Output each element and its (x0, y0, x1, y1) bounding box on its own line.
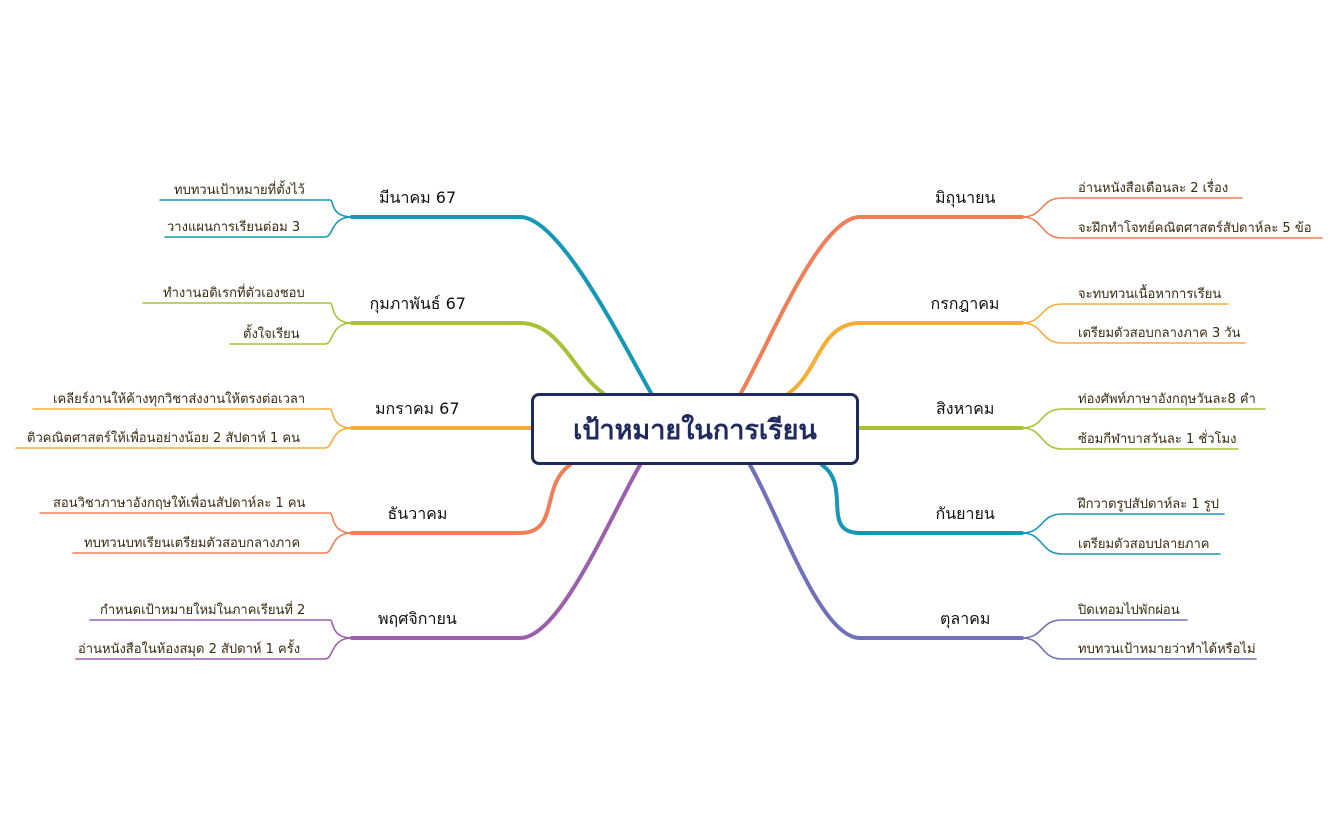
leaf-line-left-3-1 (72, 532, 353, 554)
branch-label-right-4[interactable]: ตุลาคม (940, 609, 991, 628)
leaf-line-left-0-1 (164, 216, 353, 238)
leaf-label-left-0-1[interactable]: วางแผนการเรียนต่อม 3 (167, 220, 301, 235)
leaf-label-right-1-1[interactable]: เตรียมตัวสอบกลางภาค 3 วัน (1078, 326, 1241, 341)
leaf-line-right-2-1 (1021, 427, 1239, 450)
branch-line-right-4 (748, 463, 1024, 640)
branch-line-right-3 (820, 463, 1024, 535)
branch-label-left-0[interactable]: มีนาคม 67 (379, 188, 457, 207)
leaf-line-right-4-1 (1021, 637, 1257, 660)
leaf-label-left-1-1[interactable]: ตั้งใจเรียน (243, 327, 300, 342)
branch-line-left-3 (350, 463, 572, 535)
branch-label-left-3[interactable]: ธันวาคม (387, 504, 448, 523)
leaf-label-right-0-0[interactable]: อ่านหนังสือเดือนละ 2 เรื่อง (1078, 181, 1229, 196)
branch-label-right-2[interactable]: สิงหาคม (936, 399, 995, 418)
leaf-label-right-1-0[interactable]: จะทบทวนเนื้อหาการเรียน (1078, 287, 1222, 302)
leaf-line-right-4-0 (1021, 619, 1188, 639)
branch-label-right-0[interactable]: มิถุนายน (935, 188, 996, 207)
leaf-line-right-3-0 (1021, 513, 1225, 534)
leaf-label-right-0-1[interactable]: จะฝึกทำโจทย์คณิตศาสตร์สัปดาห์ละ 5 ข้อ (1078, 221, 1312, 236)
leaf-line-left-4-1 (75, 637, 353, 660)
leaf-label-right-4-1[interactable]: ทบทวนเป้าหมายว่าทำได้หรือไม่ (1078, 642, 1256, 657)
leaf-label-right-3-1[interactable]: เตรียมตัวสอบปลายภาค (1078, 537, 1210, 552)
leaf-label-right-3-0[interactable]: ฝึกวาดรูปสัปดาห์ละ 1 รูป (1078, 497, 1219, 512)
leaf-label-left-2-0[interactable]: เคลียร์งานให้ค้างทุกวิชาส่งงานให้ตรงต่อเ… (53, 392, 306, 407)
branch-line-left-4 (350, 463, 642, 640)
branch-line-right-1 (787, 321, 1024, 395)
leaf-line-left-3-0 (39, 512, 353, 534)
leaf-label-right-2-0[interactable]: ท่องศัพท์ภาษาอังกฤษวันละ8 คำ (1078, 392, 1256, 407)
branch-label-left-4[interactable]: พฤศจิกายน (378, 609, 457, 628)
leaf-label-left-3-0[interactable]: สอนวิชาภาษาอังกฤษให้เพื่อนสัปดาห์ละ 1 คน (53, 496, 306, 511)
leaf-line-right-2-0 (1021, 408, 1266, 429)
leaf-label-right-4-0[interactable]: ปิดเทอมไปพักผ่อน (1078, 603, 1180, 618)
branch-label-right-3[interactable]: กันยายน (935, 504, 995, 523)
leaf-line-right-1-0 (1021, 303, 1229, 324)
leaf-line-left-1-0 (142, 302, 353, 324)
leaf-line-right-3-1 (1021, 532, 1221, 555)
leaf-line-right-1-1 (1021, 322, 1246, 344)
leaf-line-left-2-0 (32, 408, 353, 429)
branch-label-left-2[interactable]: มกราคม 67 (375, 399, 460, 418)
leaf-label-left-0-0[interactable]: ทบทวนเป้าหมายที่ตั้งไว้ (174, 183, 305, 198)
branch-line-right-0 (739, 215, 1024, 395)
leaf-label-left-3-1[interactable]: ทบทวนบทเรียนเตรียมตัวสอบกลางภาค (84, 536, 301, 551)
branch-label-right-1[interactable]: กรกฎาคม (930, 294, 1000, 313)
central-topic[interactable]: เป้าหมายในการเรียน (531, 393, 859, 465)
branch-label-left-1[interactable]: กุมภาพันธ์ 67 (369, 294, 466, 313)
leaf-line-left-0-0 (159, 199, 353, 218)
leaf-label-left-1-0[interactable]: ทำงานอดิเรกที่ตัวเองชอบ (163, 286, 305, 301)
leaf-line-left-4-0 (89, 619, 353, 639)
central-topic-title: เป้าหมายในการเรียน (573, 414, 817, 446)
branch-line-left-1 (350, 321, 605, 395)
leaf-label-left-4-1[interactable]: อ่านหนังสือในห้องสมุด 2 สัปดาห์ 1 ครั้ง (78, 642, 301, 657)
leaf-line-left-2-1 (15, 427, 353, 449)
leaf-line-right-0-1 (1021, 216, 1323, 239)
leaf-label-left-4-0[interactable]: กำหนดเป้าหมายใหม่ในภาคเรียนที่ 2 (100, 603, 306, 618)
leaf-label-right-2-1[interactable]: ซ้อมกีฬาบาสวันละ 1 ชั่วโมง (1078, 432, 1237, 447)
leaf-label-left-2-1[interactable]: ติวคณิตศาสตร์ให้เพื่อนอย่างน้อย 2 สัปดาห… (27, 431, 301, 446)
leaf-line-right-0-0 (1021, 197, 1243, 218)
branch-line-left-0 (350, 215, 653, 395)
leaf-line-left-1-1 (229, 322, 353, 345)
